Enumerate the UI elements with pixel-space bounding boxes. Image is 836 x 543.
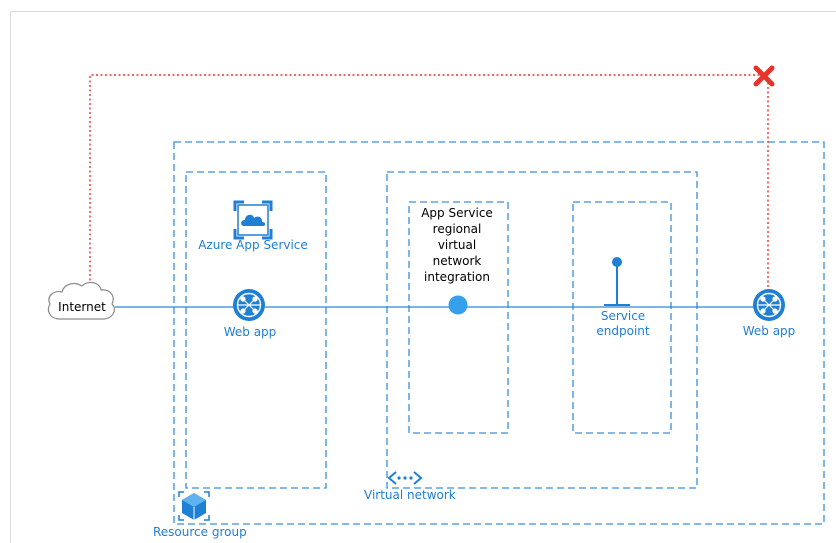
integration-label-line4: network	[432, 254, 482, 268]
resource-group-boundary	[173, 141, 825, 525]
service-endpoint-subnet	[572, 201, 672, 434]
integration-label-line1: App Service	[421, 206, 493, 220]
integration-label-line3: virtual	[437, 238, 477, 252]
integration-node	[448, 295, 468, 315]
red-x-icon	[753, 65, 775, 87]
resource-group-cube-icon	[176, 490, 212, 522]
web-app-left-label: Web app	[223, 325, 277, 339]
web-app-globe-icon	[753, 289, 785, 321]
azure-app-service-icon	[233, 200, 273, 240]
integration-label-line5: integration	[424, 270, 490, 284]
service-endpoint-label-line1: Service	[600, 309, 646, 323]
virtual-network-label: Virtual network	[364, 488, 456, 502]
virtual-network-icon	[387, 471, 423, 485]
cloud-icon	[47, 281, 116, 320]
integration-label-line2: regional	[432, 222, 482, 236]
app-service-boundary	[185, 171, 327, 489]
integration-subnet	[408, 201, 509, 434]
internet-label: Internet	[58, 300, 106, 314]
web-app-right-label: Web app	[742, 324, 796, 338]
service-endpoint-icon	[604, 257, 630, 306]
azure-app-service-label: Azure App Service	[198, 238, 308, 252]
canvas-border	[10, 11, 836, 543]
web-app-globe-icon	[233, 289, 265, 321]
virtual-network-boundary	[386, 171, 698, 489]
blocked-path	[89, 74, 769, 292]
service-endpoint-label-line2: endpoint	[596, 324, 650, 338]
resource-group-label: Resource group	[153, 525, 247, 539]
